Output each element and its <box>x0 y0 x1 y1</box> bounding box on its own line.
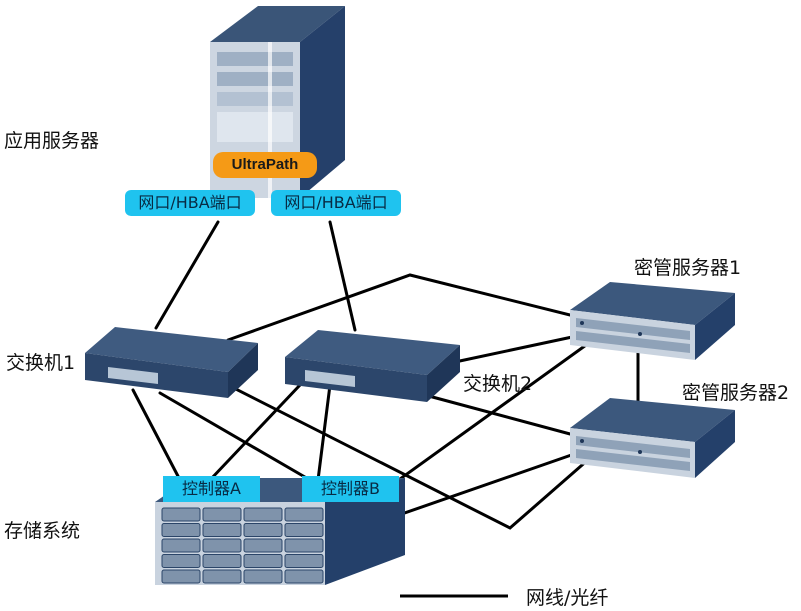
disk-bay <box>161 569 201 584</box>
ultrapath-badge: UltraPath <box>213 152 317 178</box>
link-switch1-ctrlB <box>158 391 312 482</box>
disk-bay <box>284 538 324 553</box>
disk-bays <box>161 507 324 584</box>
port-tag-right: 网口/HBA端口 <box>271 190 401 216</box>
link-switch1-ctrlA <box>131 388 182 482</box>
switch2-icon <box>285 330 460 402</box>
disk-bay <box>284 554 324 568</box>
disk-bay <box>284 507 324 522</box>
link-switch2-ctrlB <box>316 383 332 482</box>
disk-bay <box>243 523 283 537</box>
controller-b-tag: 控制器B <box>302 476 399 502</box>
disk-bay <box>161 523 201 537</box>
app-server-label: 应用服务器 <box>4 130 100 152</box>
disk-bay <box>202 569 242 584</box>
controller-a-tag: 控制器A <box>163 476 260 502</box>
km-server2-label: 密管服务器2 <box>682 382 790 404</box>
disk-bay <box>161 554 201 568</box>
km-server1-label: 密管服务器1 <box>634 257 742 279</box>
link-switch1-km2 <box>216 378 607 530</box>
link-switch2-km2 <box>423 393 587 440</box>
disk-bay <box>243 538 283 553</box>
disk-bay <box>202 554 242 568</box>
switch2-label: 交换机2 <box>463 373 533 395</box>
link-port-right-switch2 <box>328 220 357 332</box>
switch1-label: 交换机1 <box>6 352 76 374</box>
disk-bay <box>202 538 242 553</box>
km-server1-icon <box>570 282 735 360</box>
link-switch1-km1 <box>226 273 612 342</box>
link-switch2-ctrlA <box>208 383 302 482</box>
disk-bay <box>202 507 242 522</box>
disk-bay <box>161 538 201 553</box>
switch1-icon <box>85 327 258 398</box>
disk-bay <box>284 569 324 584</box>
km-server2-icon <box>570 398 735 478</box>
link-port-left-switch1 <box>154 220 220 330</box>
disk-bay <box>243 569 283 584</box>
disk-bay <box>284 523 324 537</box>
port-tag-left: 网口/HBA端口 <box>125 190 255 216</box>
storage-label: 存储系统 <box>4 520 81 542</box>
disk-bay <box>202 523 242 537</box>
legend-label: 网线/光纤 <box>526 587 609 609</box>
disk-bay <box>243 507 283 522</box>
disk-bay <box>243 554 283 568</box>
storage-system-icon <box>155 478 405 585</box>
disk-bay <box>161 507 201 522</box>
